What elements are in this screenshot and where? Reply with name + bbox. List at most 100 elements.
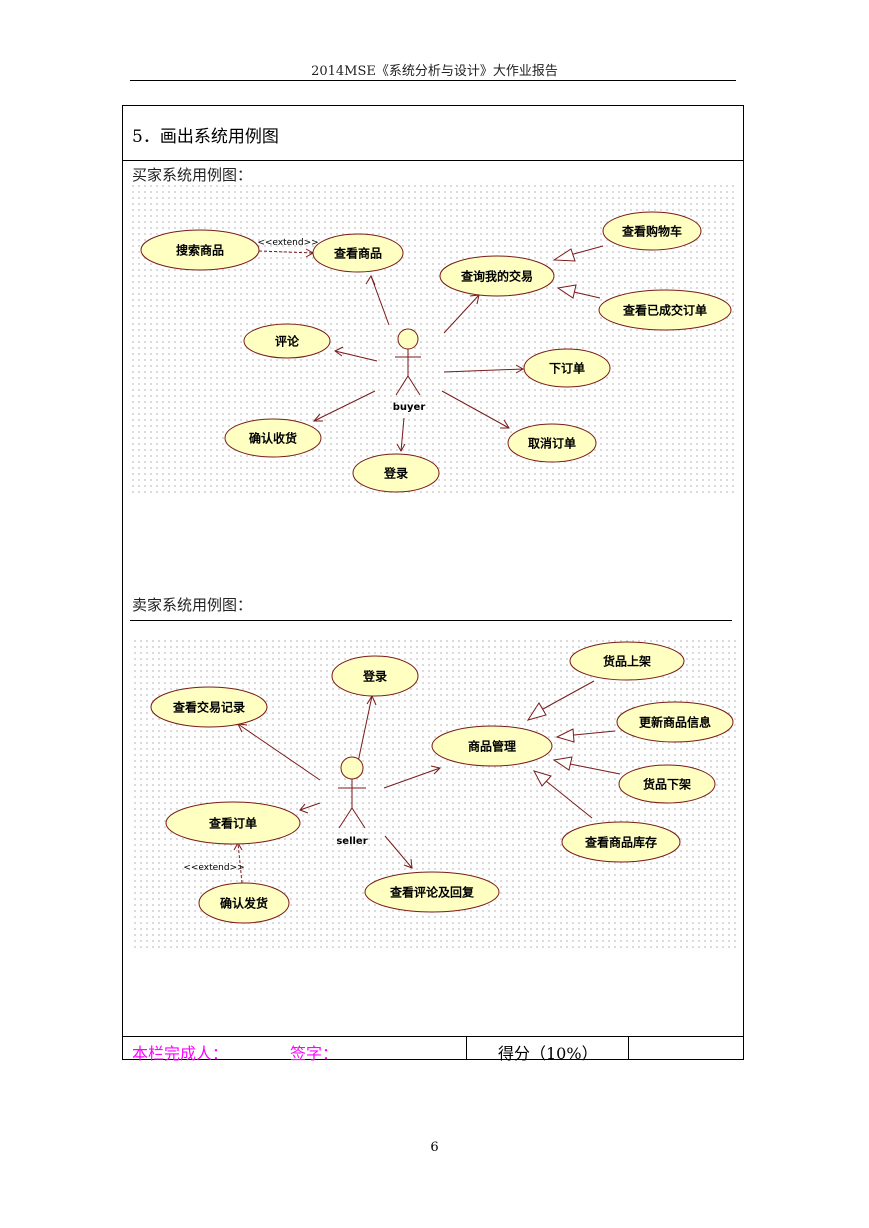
assoc-login [400, 417, 405, 452]
arrowhead-view-goods [365, 274, 376, 286]
gen-line-cart [569, 245, 604, 256]
actor-buyer: buyer [393, 328, 426, 413]
arrowhead-cancel-order [500, 419, 510, 429]
score-divider-left [466, 1036, 467, 1060]
use-case-stock: 查看商品库存 [561, 821, 681, 863]
content-frame [122, 105, 744, 1060]
signature-label: 签字： [290, 1044, 339, 1063]
use-case-my-trades: 查询我的交易 [439, 255, 555, 297]
actor-label: buyer [393, 402, 426, 413]
assoc-view-goods [370, 275, 390, 326]
page-number: 6 [430, 1140, 439, 1155]
extend-label-buyer: <<extend>> [257, 238, 318, 248]
use-case-label: 货品下架 [643, 777, 691, 792]
arrowhead-place-order [515, 364, 525, 374]
use-case-view-orders: 查看订单 [165, 801, 301, 845]
use-case-label: 下订单 [549, 361, 585, 376]
arrowhead-confirm-receipt [312, 413, 323, 422]
assoc-view-orders [299, 802, 321, 811]
use-case-goods-mgmt: 商品管理 [431, 725, 553, 767]
use-case-label: 查看商品库存 [584, 835, 657, 850]
extend-line-seller [237, 842, 243, 884]
use-case-done-orders: 查看已成交订单 [598, 289, 732, 331]
use-case-place-order: 下订单 [523, 348, 611, 388]
use-case-confirm-receipt: 确认收货 [224, 418, 322, 458]
gen-head-unshelve [552, 756, 573, 771]
gen-line-update-info [573, 730, 616, 736]
use-case-label: 查看订单 [208, 816, 257, 831]
use-case-update-info: 更新商品信息 [616, 701, 734, 743]
use-case-label: 查看交易记录 [172, 700, 245, 715]
assoc-comment [334, 350, 378, 362]
gen-line-stock [545, 780, 593, 819]
use-case-label: 评论 [275, 334, 300, 349]
gen-head-update-info [555, 728, 575, 743]
actor-seller: seller [336, 756, 368, 847]
gen-line-unshelve [569, 763, 621, 775]
use-case-label: 更新商品信息 [639, 715, 711, 730]
actor-label: seller [336, 836, 367, 847]
seller-use-case-diagram: <<extend>> 登录 查看交易记录 商品管理 货品上架 更新商品信息 货品… [132, 638, 736, 950]
extend-line-buyer [258, 250, 314, 254]
arrowhead-goods-mgmt [430, 765, 441, 775]
score-label: 得分（10%） [498, 1044, 598, 1063]
assoc-seller-login [357, 695, 373, 763]
use-case-ship: 确认发货 [198, 882, 290, 924]
use-case-seller-login: 登录 [331, 655, 419, 697]
use-case-label: 查看评论及回复 [389, 885, 475, 900]
assoc-trade-records [237, 723, 321, 781]
extend-label-seller: <<extend>> [183, 863, 244, 873]
assoc-place-order [443, 368, 524, 373]
assoc-goods-mgmt [383, 767, 441, 789]
use-case-login: 登录 [352, 453, 440, 493]
use-case-unshelve: 货品下架 [618, 764, 716, 804]
arrowhead-login [396, 443, 406, 453]
seller-diagram-label: 卖家系统用例图： [132, 596, 253, 614]
use-case-label: 查看已成交订单 [622, 303, 707, 318]
use-case-reviews: 查看评论及回复 [364, 871, 500, 913]
use-case-comment: 评论 [243, 323, 331, 359]
use-case-label: 货品上架 [603, 654, 651, 669]
score-divider-right [628, 1036, 629, 1060]
gen-head-stock [532, 770, 552, 787]
use-case-label: 商品管理 [468, 739, 516, 754]
assoc-reviews [384, 835, 413, 869]
use-case-cancel-order: 取消订单 [507, 423, 597, 463]
report-header: 2014MSE《系统分析与设计》大作业报告 [311, 64, 558, 79]
assoc-confirm-receipt [313, 390, 376, 422]
assoc-my-trades [443, 294, 480, 334]
use-case-label: 查询我的交易 [460, 269, 533, 284]
use-case-label: 搜索商品 [176, 243, 224, 258]
use-case-view-goods: 查看商品 [312, 233, 404, 273]
buyer-diagram-label: 买家系统用例图： [132, 166, 253, 184]
gen-head-cart [552, 248, 576, 262]
use-case-label: 登录 [383, 466, 408, 481]
buyer-diagram-svg: <<extend>> 搜索商品 查看商品 查询我的交易 查看购物车 查看已成交订… [140, 211, 732, 493]
arrowhead-comment [334, 346, 344, 357]
header-rule [130, 80, 736, 81]
gen-head-shelve [526, 702, 547, 721]
seller-diagram-svg: <<extend>> 登录 查看交易记录 商品管理 货品上架 更新商品信息 货品… [150, 641, 734, 924]
seller-rule [130, 620, 732, 621]
arrowhead-view-orders [299, 803, 309, 814]
gen-line-done-orders [573, 291, 601, 299]
use-case-trade-records: 查看交易记录 [150, 686, 268, 728]
use-case-label: 确认发货 [220, 896, 268, 911]
use-case-label: 查看购物车 [621, 224, 682, 239]
use-case-label: 取消订单 [528, 436, 576, 451]
table-bottom-rule [123, 1036, 744, 1037]
gen-line-shelve [542, 680, 595, 710]
gen-head-done-orders [556, 284, 577, 299]
use-case-view-cart: 查看购物车 [602, 211, 702, 251]
use-case-label: 确认收货 [249, 431, 297, 446]
section-title: 5．画出系统用例图 [132, 127, 279, 147]
use-case-search-goods: 搜索商品 [140, 229, 260, 271]
arrowhead-reviews [403, 858, 413, 869]
use-case-label: 查看商品 [333, 246, 382, 261]
title-rule [123, 160, 744, 161]
use-case-shelve: 货品上架 [569, 641, 685, 681]
buyer-use-case-diagram: <<extend>> 搜索商品 查看商品 查询我的交易 查看购物车 查看已成交订… [130, 183, 734, 493]
use-case-label: 登录 [362, 669, 387, 684]
completer-label: 本栏完成人： [132, 1044, 229, 1063]
assoc-cancel-order [441, 390, 510, 429]
